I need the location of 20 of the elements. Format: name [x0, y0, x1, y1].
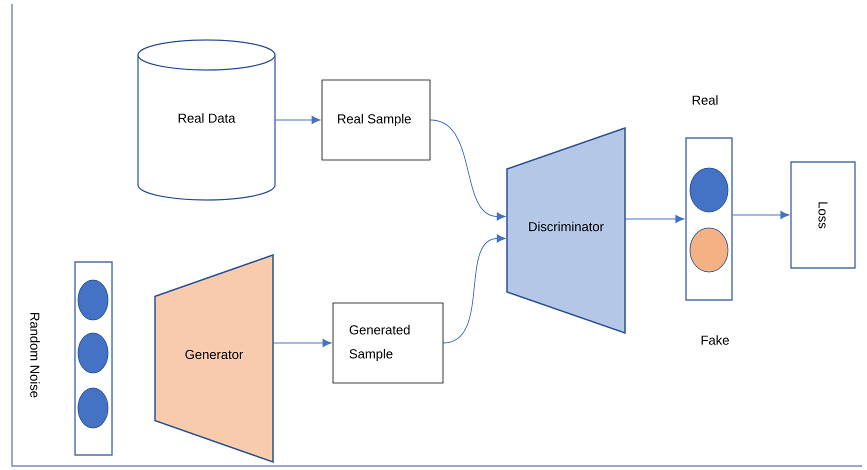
neuron-circle — [78, 280, 108, 320]
neuron-circle — [690, 168, 728, 212]
node-caption: Random Noise — [30, 313, 40, 398]
network-trapezoid: Discriminator — [506, 126, 626, 334]
neuron-circle — [78, 332, 108, 374]
arrow — [430, 120, 506, 221]
arrow — [272, 338, 332, 348]
output-label: Real — [692, 95, 718, 105]
database-cylinder: Real Data — [137, 39, 276, 201]
neuron-circle — [690, 228, 728, 272]
network-trapezoid: Generator — [154, 254, 274, 464]
process-box: Loss — [790, 161, 856, 269]
output-label: Fake — [702, 335, 729, 345]
arrow — [274, 116, 320, 124]
neuron-circle — [78, 388, 108, 428]
arrow — [624, 214, 684, 224]
process-box: Real Sample — [322, 80, 430, 160]
arrow — [732, 210, 790, 220]
process-box: Generated Sample — [332, 302, 444, 384]
arrow — [442, 234, 506, 344]
